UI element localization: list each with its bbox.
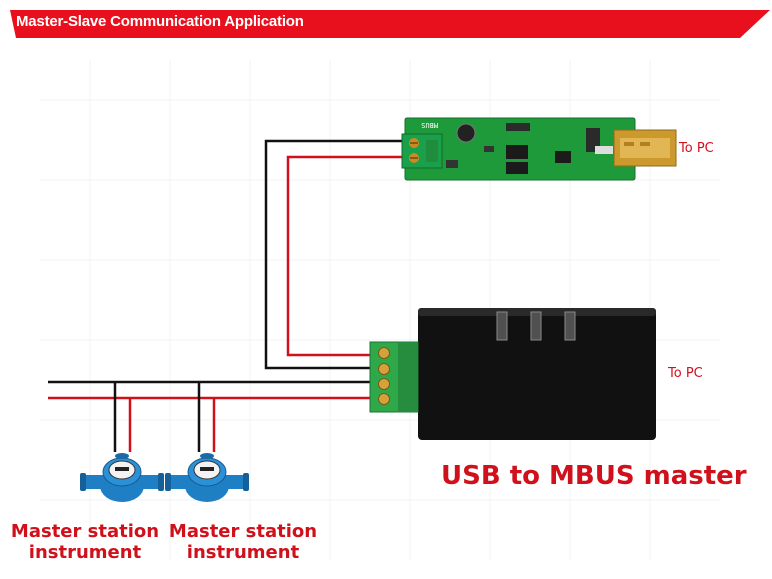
upper-wires xyxy=(264,139,410,370)
master-enclosure xyxy=(418,308,656,440)
instrument-label-1: Master station instrument xyxy=(0,521,170,563)
bus-wires xyxy=(48,380,372,452)
chip-3 xyxy=(555,151,571,163)
usb-mbus-module: MBUS xyxy=(401,117,677,181)
capacitor xyxy=(456,123,476,143)
water-meter-2 xyxy=(165,453,249,502)
instrument-label-1-line2: instrument xyxy=(28,542,142,563)
water-meter-1 xyxy=(80,453,164,502)
instrument-label-1-line1: Master station xyxy=(10,521,160,542)
chip-2 xyxy=(506,162,528,174)
board-marking: MBUS xyxy=(421,121,438,129)
banner-title: Master-Slave Communication Application xyxy=(16,13,304,30)
instrument-label-2: Master station instrument xyxy=(158,521,328,563)
title-banner xyxy=(0,10,772,40)
black-wire-upper xyxy=(264,139,410,370)
instrument-label-2-line1: Master station xyxy=(168,521,318,542)
instrument-label-2-line2: instrument xyxy=(186,542,300,563)
chip-1 xyxy=(506,145,528,159)
red-wire-upper xyxy=(286,155,410,357)
to-pc-label-master: To PC xyxy=(668,366,703,381)
to-pc-label-usb: To PC xyxy=(679,141,714,156)
mbus-master-device xyxy=(369,308,656,440)
led-windows xyxy=(496,311,576,341)
master-device-label: USB to MBUS master xyxy=(441,461,747,491)
